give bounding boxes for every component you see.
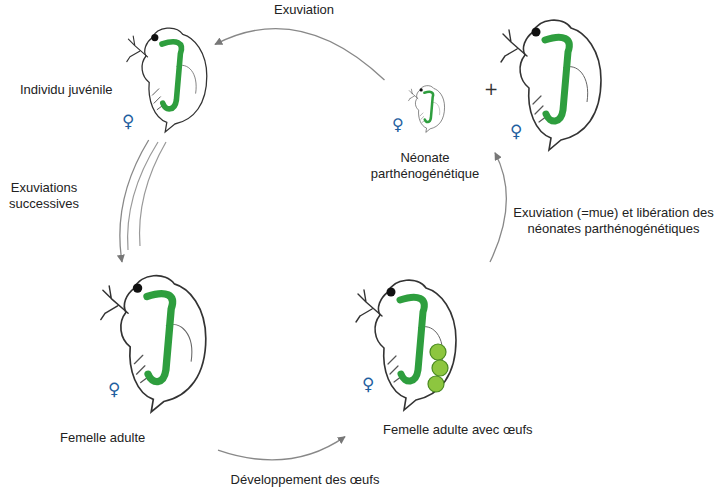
extra-moult-arcs xyxy=(128,142,166,250)
arrow-label: Exuviation (=mue) et libération des néon… xyxy=(512,205,715,237)
stage-label: Néonate parthénogénétique xyxy=(365,150,485,182)
egg-bearing-daphnia xyxy=(356,280,456,410)
cycle-arrow xyxy=(218,437,345,460)
stage-label: Individu juvénile xyxy=(20,82,138,98)
arrow-label: Exuviation xyxy=(268,2,340,18)
female-symbol: ♀ xyxy=(122,112,134,130)
released-adult-daphnia xyxy=(501,20,601,150)
adult-daphnia xyxy=(101,276,206,412)
female-symbol: ♀ xyxy=(362,375,374,393)
cycle-arrow xyxy=(215,29,385,80)
life-stage: Femelle adulte xyxy=(58,262,218,452)
life-stage: Individu juvénile xyxy=(20,22,215,140)
female-symbol: ♀ xyxy=(510,122,522,140)
arrow-label: Développement des œufs xyxy=(225,472,385,488)
eggs xyxy=(428,344,448,392)
stage-label: Femelle adulte avec œufs xyxy=(383,422,563,438)
cycle-arrow xyxy=(490,153,506,262)
cycle-arrow xyxy=(120,140,149,262)
female-symbol: ♀ xyxy=(392,116,404,134)
life-stage: Néonate parthénogénétique xyxy=(365,80,495,184)
stage-label: Femelle adulte xyxy=(60,430,180,446)
neonate-daphnia xyxy=(409,86,445,133)
arrow-label: Exuviations successives xyxy=(4,180,84,212)
juvenile-daphnia xyxy=(127,28,207,132)
female-symbol: ♀ xyxy=(108,380,120,398)
plus-sign: + xyxy=(484,80,498,98)
life-stage: Femelle adulte avec œufs xyxy=(345,262,580,442)
